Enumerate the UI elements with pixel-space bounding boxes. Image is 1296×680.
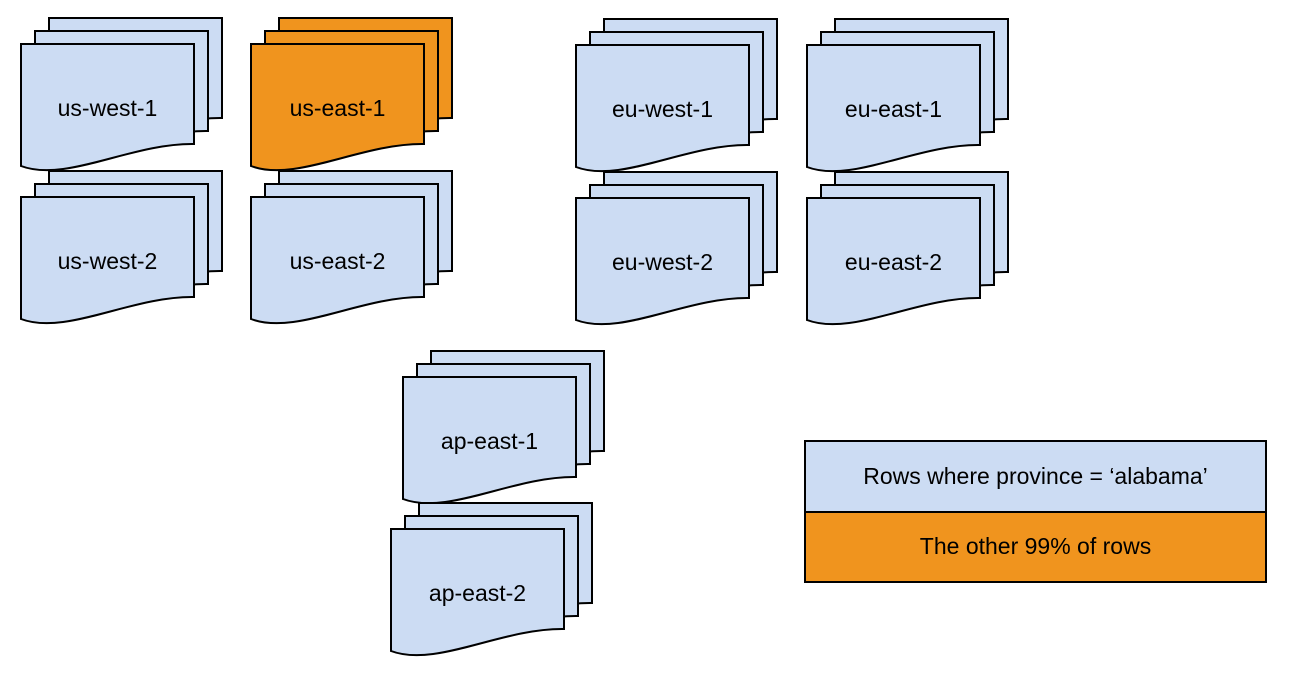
document-shape-front-icon xyxy=(806,197,981,326)
document-shape-front-icon xyxy=(402,376,577,505)
region-stack-ap-east-2: ap-east-2 xyxy=(390,502,593,664)
region-stack-us-west-1: us-west-1 xyxy=(20,17,223,179)
legend-row-alabama: Rows where province = ‘alabama’ xyxy=(806,442,1265,511)
document-shape-front-icon xyxy=(20,43,195,172)
document-shape-front-icon xyxy=(575,197,750,326)
region-stack-eu-east-2: eu-east-2 xyxy=(806,171,1009,333)
document-shape-front-icon xyxy=(250,196,425,325)
document-shape-front-icon xyxy=(20,196,195,325)
region-stack-eu-west-2: eu-west-2 xyxy=(575,171,778,333)
region-stack-eu-west-1: eu-west-1 xyxy=(575,18,778,180)
region-stack-ap-east-1: ap-east-1 xyxy=(402,350,605,512)
region-stack-eu-east-1: eu-east-1 xyxy=(806,18,1009,180)
legend-label-other-rows: The other 99% of rows xyxy=(919,533,1152,560)
legend: Rows where province = ‘alabama’ The othe… xyxy=(804,440,1267,583)
region-stack-us-east-2: us-east-2 xyxy=(250,170,453,332)
document-shape-front-icon xyxy=(250,43,425,172)
region-stack-us-west-2: us-west-2 xyxy=(20,170,223,332)
document-shape-front-icon xyxy=(575,44,750,173)
document-shape-front-icon xyxy=(390,528,565,657)
legend-row-other-rows: The other 99% of rows xyxy=(806,510,1265,581)
document-shape-front-icon xyxy=(806,44,981,173)
region-stack-us-east-1: us-east-1 xyxy=(250,17,453,179)
legend-label-alabama: Rows where province = ‘alabama’ xyxy=(863,462,1208,489)
